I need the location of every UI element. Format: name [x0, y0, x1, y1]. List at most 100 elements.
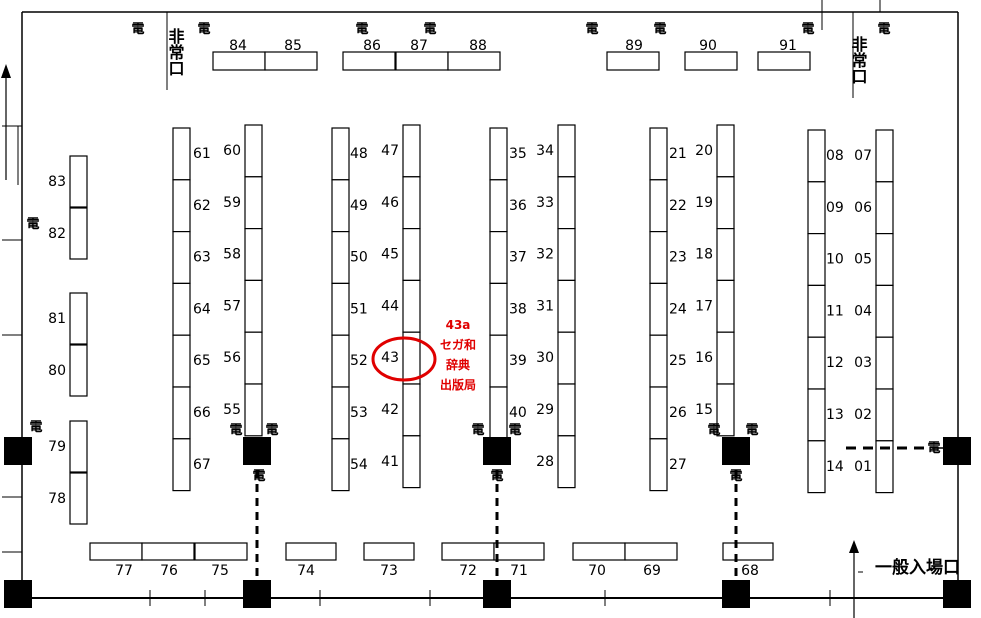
booth-81[interactable]	[69, 292, 88, 345]
booth-13[interactable]	[807, 388, 826, 442]
booth-25[interactable]	[649, 334, 668, 388]
booth-56[interactable]	[244, 331, 263, 385]
booth-26[interactable]	[649, 386, 668, 440]
booth-48[interactable]	[331, 127, 350, 181]
booth-47[interactable]	[402, 124, 421, 178]
booth-27[interactable]	[649, 438, 668, 492]
booth-74[interactable]	[285, 542, 337, 561]
booth-number: 10	[826, 252, 844, 268]
booth-51[interactable]	[331, 282, 350, 336]
booth-number: 83	[48, 174, 66, 190]
booth-53[interactable]	[331, 386, 350, 440]
booth-70[interactable]	[572, 542, 626, 561]
booth-number: 32	[536, 247, 554, 263]
booth-87[interactable]	[395, 51, 449, 71]
booth-32[interactable]	[557, 228, 576, 282]
booth-10[interactable]	[807, 233, 826, 287]
booth-12[interactable]	[807, 336, 826, 390]
booth-71[interactable]	[493, 542, 545, 561]
booth-65[interactable]	[172, 334, 191, 388]
booth-68[interactable]	[722, 542, 774, 561]
booth-04[interactable]	[875, 284, 894, 338]
booth-19[interactable]	[716, 176, 735, 230]
booth-91[interactable]	[757, 51, 811, 71]
booth-67[interactable]	[172, 438, 191, 492]
pillar	[483, 437, 511, 465]
booth-15[interactable]	[716, 383, 735, 437]
booth-72[interactable]	[441, 542, 495, 561]
booth-17[interactable]	[716, 279, 735, 333]
booth-39[interactable]	[489, 334, 508, 388]
booth-36[interactable]	[489, 179, 508, 233]
booth-41[interactable]	[402, 435, 421, 489]
booth-number: 06	[854, 200, 872, 216]
booth-08[interactable]	[807, 129, 826, 183]
booth-90[interactable]	[684, 51, 738, 71]
booth-86[interactable]	[342, 51, 396, 71]
booth-49[interactable]	[331, 179, 350, 233]
booth-23[interactable]	[649, 231, 668, 285]
booth-55[interactable]	[244, 383, 263, 437]
booth-62[interactable]	[172, 179, 191, 233]
booth-30[interactable]	[557, 331, 576, 385]
booth-60[interactable]	[244, 124, 263, 178]
booth-03[interactable]	[875, 336, 894, 390]
booth-38[interactable]	[489, 282, 508, 336]
booth-29[interactable]	[557, 383, 576, 437]
booth-33[interactable]	[557, 176, 576, 230]
booth-02[interactable]	[875, 388, 894, 442]
booth-number: 87	[410, 38, 428, 54]
booth-57[interactable]	[244, 279, 263, 333]
booth-54[interactable]	[331, 438, 350, 492]
booth-45[interactable]	[402, 228, 421, 282]
booth-35[interactable]	[489, 127, 508, 181]
booth-85[interactable]	[264, 51, 318, 71]
booth-11[interactable]	[807, 284, 826, 338]
booth-22[interactable]	[649, 179, 668, 233]
booth-73[interactable]	[363, 542, 415, 561]
booth-07[interactable]	[875, 129, 894, 183]
booth-80[interactable]	[69, 344, 88, 397]
booth-77[interactable]	[89, 542, 143, 561]
booth-58[interactable]	[244, 228, 263, 282]
booth-83[interactable]	[69, 155, 88, 208]
booth-20[interactable]	[716, 124, 735, 178]
booth-64[interactable]	[172, 282, 191, 336]
booth-number: 76	[160, 563, 178, 579]
booth-52[interactable]	[331, 334, 350, 388]
booth-69[interactable]	[624, 542, 678, 561]
booth-06[interactable]	[875, 181, 894, 235]
booth-44[interactable]	[402, 279, 421, 333]
booth-66[interactable]	[172, 386, 191, 440]
booth-78[interactable]	[69, 472, 88, 525]
booth-89[interactable]	[606, 51, 660, 71]
booth-42[interactable]	[402, 383, 421, 437]
booth-63[interactable]	[172, 231, 191, 285]
booth-34[interactable]	[557, 124, 576, 178]
booth-21[interactable]	[649, 127, 668, 181]
booth-09[interactable]	[807, 181, 826, 235]
booth-24[interactable]	[649, 282, 668, 336]
booth-88[interactable]	[447, 51, 501, 71]
booth-31[interactable]	[557, 279, 576, 333]
booth-75[interactable]	[194, 542, 248, 561]
booth-16[interactable]	[716, 331, 735, 385]
booth-14[interactable]	[807, 440, 826, 494]
booth-79[interactable]	[69, 420, 88, 473]
booth-number: 44	[381, 298, 399, 314]
booth-50[interactable]	[331, 231, 350, 285]
booth-61[interactable]	[172, 127, 191, 181]
booth-40[interactable]	[489, 386, 508, 440]
highlight-circle	[371, 336, 437, 382]
booth-76[interactable]	[141, 542, 195, 561]
booth-18[interactable]	[716, 228, 735, 282]
booth-59[interactable]	[244, 176, 263, 230]
booth-01[interactable]	[875, 440, 894, 494]
booth-84[interactable]	[212, 51, 266, 71]
booth-05[interactable]	[875, 233, 894, 287]
booth-37[interactable]	[489, 231, 508, 285]
booth-28[interactable]	[557, 435, 576, 489]
booth-number: 59	[223, 195, 241, 211]
booth-46[interactable]	[402, 176, 421, 230]
booth-82[interactable]	[69, 207, 88, 260]
